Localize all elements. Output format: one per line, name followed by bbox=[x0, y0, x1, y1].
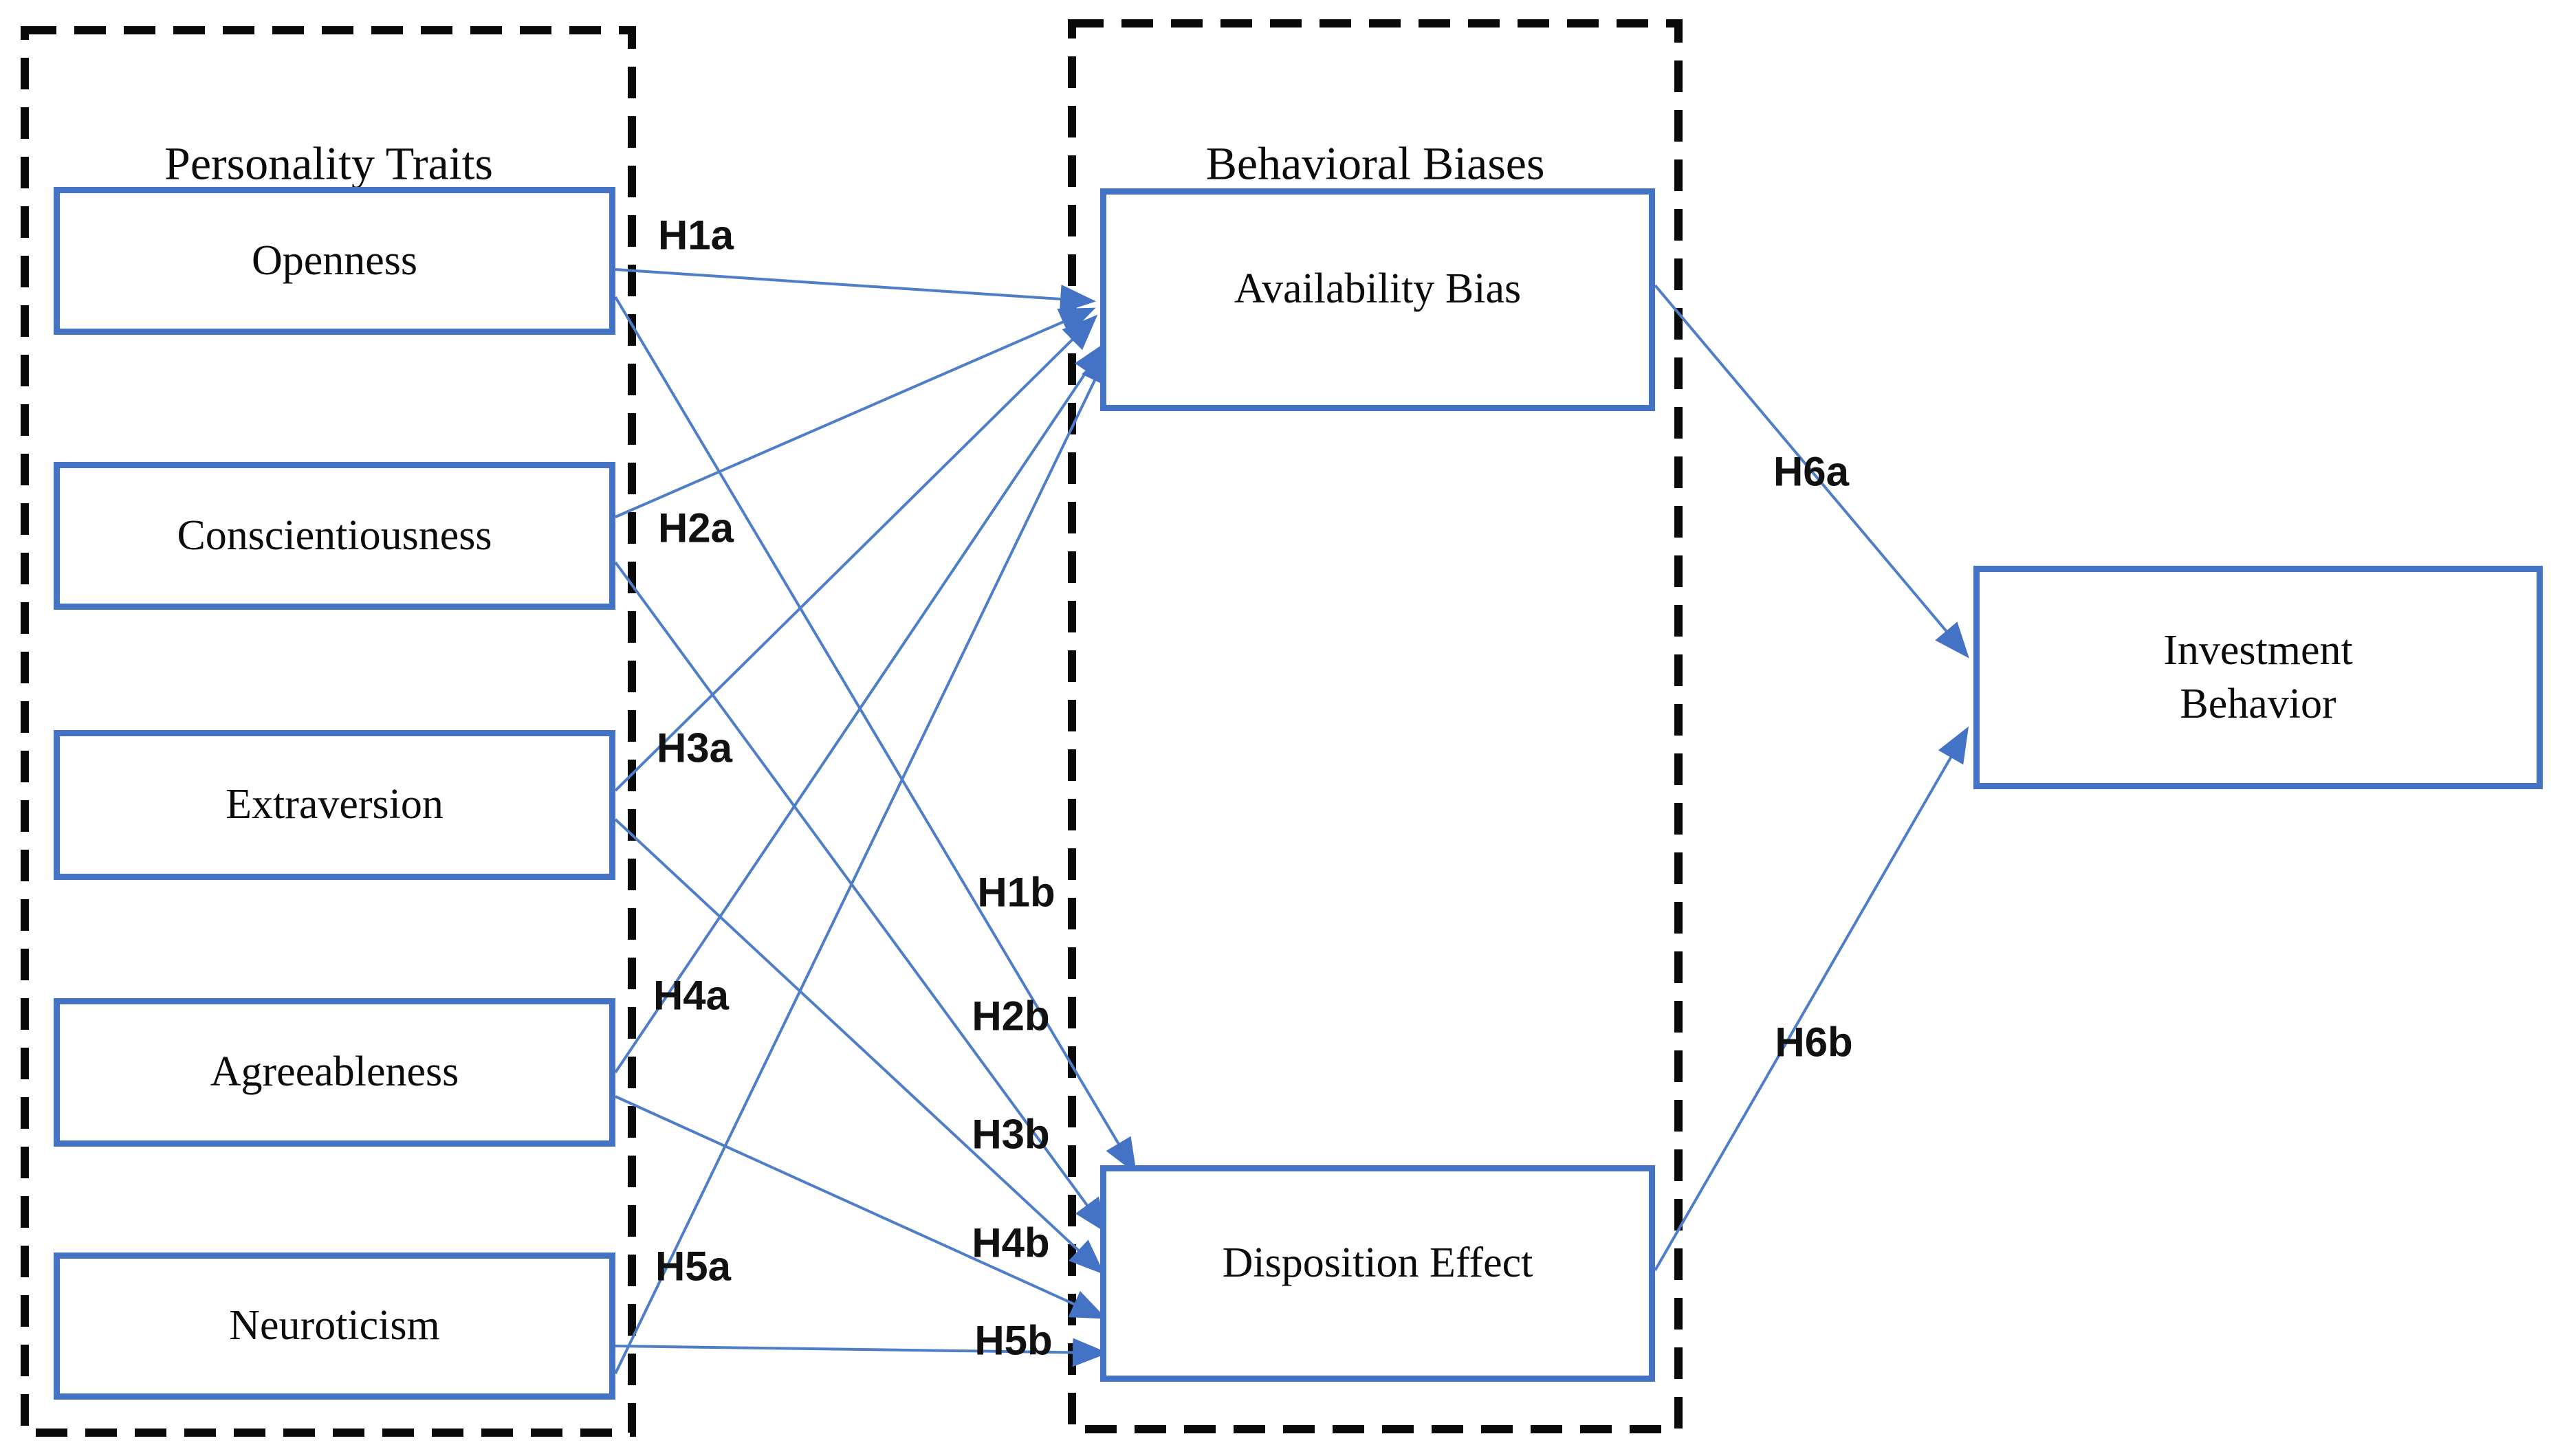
node-label: Disposition Effect bbox=[1222, 1239, 1533, 1286]
hypothesis-label-h5a: H5a bbox=[655, 1243, 732, 1290]
node-neuroticism: Neuroticism bbox=[54, 1253, 615, 1400]
node-investment-behavior: Investment Behavior bbox=[1973, 566, 2543, 789]
arrow-h6a bbox=[1654, 284, 1969, 659]
behavioral-biases-frame bbox=[1068, 19, 1683, 1433]
arrow-h3b bbox=[614, 818, 1105, 1275]
node-availability-bias: Availability Bias bbox=[1100, 188, 1655, 411]
personality-traits-frame bbox=[21, 26, 636, 1437]
node-conscientiousness: Conscientiousness bbox=[54, 462, 615, 610]
arrow-h2b bbox=[614, 561, 1108, 1234]
node-openness: Openness bbox=[54, 187, 615, 335]
node-label: Agreeableness bbox=[210, 1048, 459, 1096]
hypothesis-label-h1a: H1a bbox=[657, 212, 734, 258]
node-label: Conscientiousness bbox=[177, 511, 492, 559]
hypothesis-label-h6a: H6a bbox=[1773, 448, 1850, 495]
arrow-h5b bbox=[615, 1338, 1108, 1367]
node-agreeableness: Agreeableness bbox=[54, 998, 615, 1147]
hypothesis-label-h3a: H3a bbox=[656, 725, 733, 771]
hypothesis-label-h3b: H3b bbox=[972, 1111, 1050, 1158]
hypothesis-label-h2b: H2b bbox=[972, 993, 1050, 1039]
node-extraversion: Extraversion bbox=[54, 730, 615, 880]
hypothesis-label-h4b: H4b bbox=[972, 1220, 1050, 1266]
node-label: Availability Bias bbox=[1234, 265, 1522, 313]
hypothesis-label-h6b: H6b bbox=[1775, 1019, 1853, 1066]
arrow-h6b bbox=[1654, 726, 1969, 1271]
arrow-h1b bbox=[614, 296, 1137, 1175]
arrow-h2a bbox=[615, 307, 1096, 518]
behavioral-biases-title: Behavioral Biases bbox=[1205, 137, 1545, 190]
node-label: Extraversion bbox=[226, 781, 444, 828]
arrow-h5a bbox=[614, 348, 1110, 1374]
personality-traits-title: Personality Traits bbox=[164, 137, 493, 190]
node-label: Investment Behavior bbox=[2163, 627, 2353, 727]
hypothesis-label-h2a: H2a bbox=[657, 505, 734, 551]
arrow-h1a bbox=[615, 268, 1096, 313]
node-disposition-effect: Disposition Effect bbox=[1100, 1165, 1655, 1382]
arrow-h3a bbox=[614, 314, 1098, 792]
hypothesis-label-h1b: H1b bbox=[977, 869, 1055, 916]
node-label: Neuroticism bbox=[229, 1302, 440, 1349]
node-label: Openness bbox=[251, 236, 418, 284]
hypothesis-label-h5b: H5b bbox=[974, 1317, 1053, 1364]
arrow-h4b bbox=[615, 1095, 1107, 1319]
hypothesis-label-h4a: H4a bbox=[653, 972, 730, 1019]
